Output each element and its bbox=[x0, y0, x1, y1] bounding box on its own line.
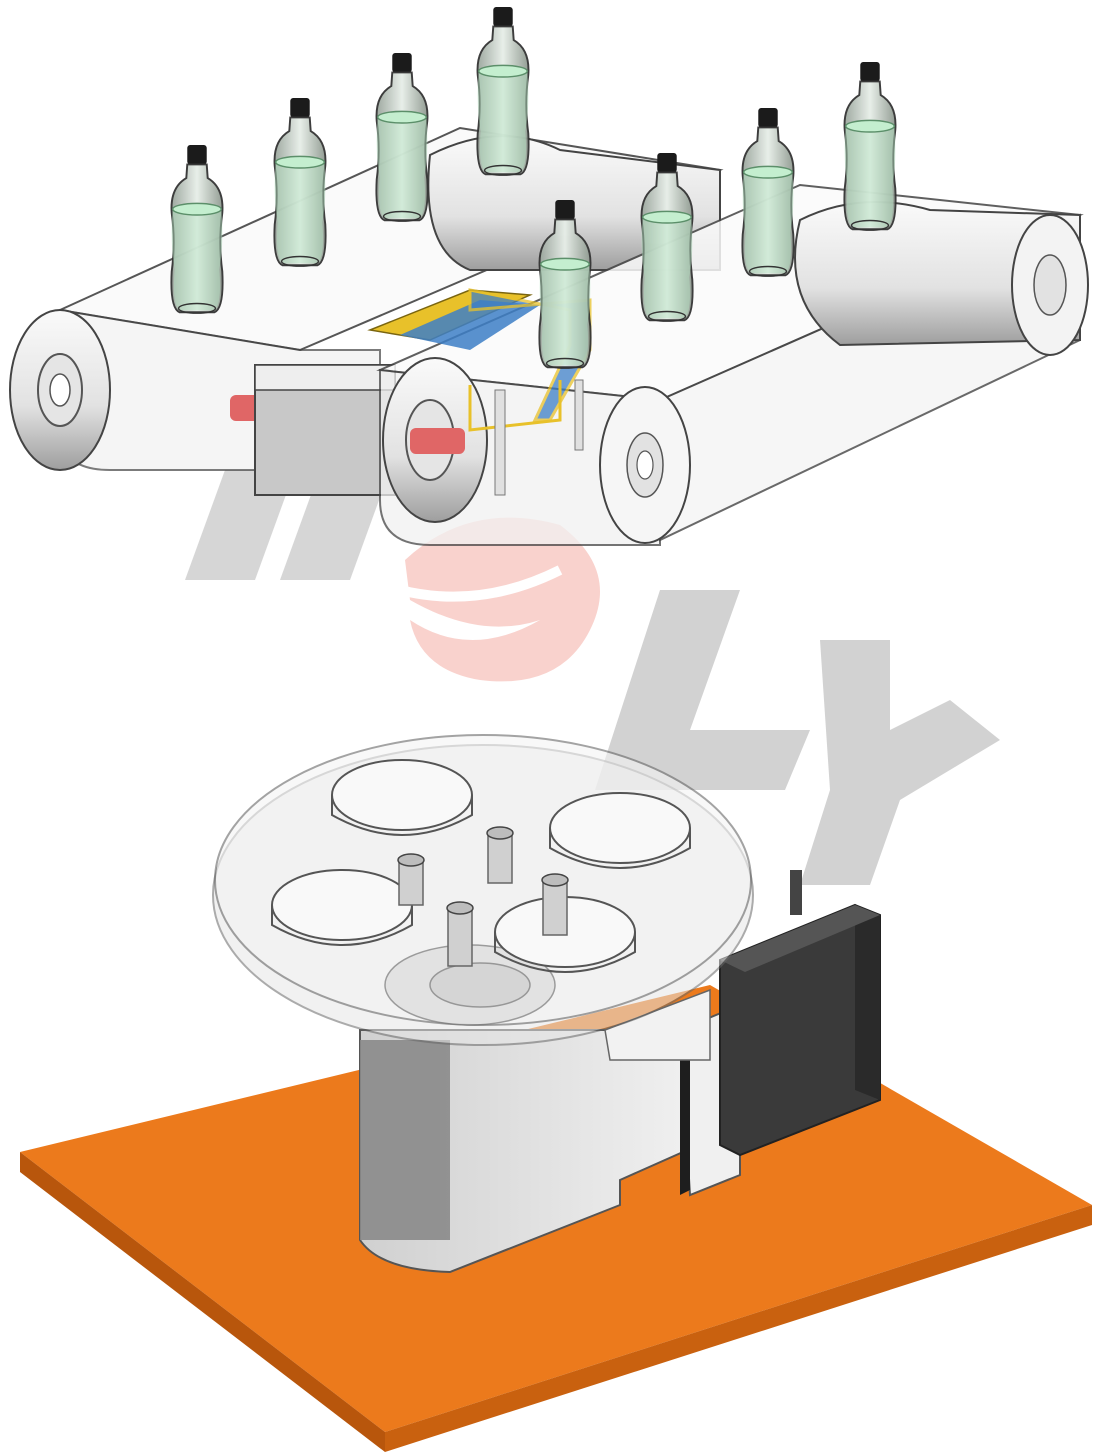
watermark bbox=[185, 470, 1000, 885]
watermark-letter-h-stroke bbox=[185, 470, 295, 580]
bottle-icon bbox=[843, 62, 897, 232]
screw-icon bbox=[486, 826, 514, 884]
bottle-icon bbox=[170, 145, 224, 315]
sensor-bracket bbox=[367, 288, 592, 496]
bottle-icon bbox=[375, 53, 429, 223]
watermark-letter-y bbox=[800, 640, 1000, 885]
screw-icon bbox=[397, 853, 425, 906]
watermark-letter-h-stroke-2 bbox=[280, 470, 390, 580]
disc-hole bbox=[549, 792, 691, 869]
stepper-motor-icon bbox=[359, 870, 881, 1274]
conveyor-assembly bbox=[9, 7, 1089, 546]
bottle-icon bbox=[476, 7, 530, 177]
screw-icon bbox=[541, 873, 569, 936]
rotary-assembly bbox=[20, 734, 1092, 1452]
bottle-icon bbox=[741, 108, 795, 278]
bottle-icon bbox=[273, 98, 327, 268]
watermark-logo-icon bbox=[398, 517, 600, 682]
watermark-letter-l bbox=[595, 590, 810, 790]
rotary-disc-icon bbox=[212, 734, 754, 1046]
shaft-right bbox=[410, 428, 465, 454]
screw-icon bbox=[446, 901, 474, 967]
shaft-left bbox=[230, 395, 260, 421]
disc-hole bbox=[331, 759, 473, 836]
motor-connector bbox=[790, 870, 802, 915]
